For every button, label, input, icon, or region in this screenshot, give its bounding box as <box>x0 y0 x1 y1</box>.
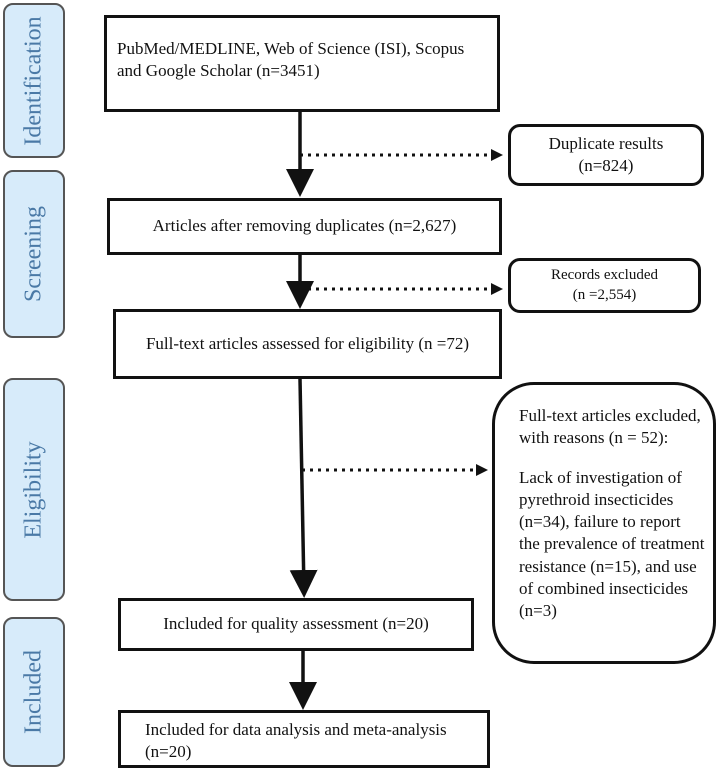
fulltext-excluded-heading: Full-text articles excluded, with reason… <box>519 406 701 448</box>
meta-analysis-text: Included for data analysis and meta-anal… <box>145 720 447 762</box>
phase-identification: Identification <box>3 3 65 158</box>
quality-assessment-box: Included for quality assessment (n=20) <box>118 598 474 651</box>
phase-screening: Screening <box>3 170 65 338</box>
after-duplicates-box: Articles after removing duplicates (n=2,… <box>107 198 502 255</box>
fulltext-assessed-text: Full-text articles assessed for eligibil… <box>145 333 470 353</box>
duplicates-box: Duplicate results (n=824) <box>508 124 704 186</box>
quality-assessment-text: Included for quality assessment (n=20) <box>163 614 429 634</box>
meta-analysis-box: Included for data analysis and meta-anal… <box>118 710 490 768</box>
after-duplicates-text: Articles after removing duplicates (n=2,… <box>152 216 457 236</box>
arrow-fulltext-to-quality <box>289 378 318 598</box>
duplicates-count: (n=824) <box>578 156 634 175</box>
duplicates-title: Duplicate results <box>548 133 664 153</box>
fulltext-excluded-box: Full-text articles excluded, with reason… <box>492 382 716 664</box>
phase-included: Included <box>3 617 65 767</box>
phase-eligibility: Eligibility <box>3 378 65 601</box>
fulltext-excluded-reasons: Lack of investigation of pyrethroid inse… <box>519 468 705 620</box>
records-excluded-box: Records excluded (n =2,554) <box>508 258 701 313</box>
search-sources-text: PubMed/MEDLINE, Web of Science (ISI), Sc… <box>117 39 465 81</box>
search-sources-box: PubMed/MEDLINE, Web of Science (ISI), Sc… <box>104 15 500 112</box>
records-excluded-count: (n =2,554) <box>572 286 637 303</box>
fulltext-assessed-box: Full-text articles assessed for eligibil… <box>113 309 502 379</box>
records-excluded-title: Records excluded <box>550 267 659 283</box>
